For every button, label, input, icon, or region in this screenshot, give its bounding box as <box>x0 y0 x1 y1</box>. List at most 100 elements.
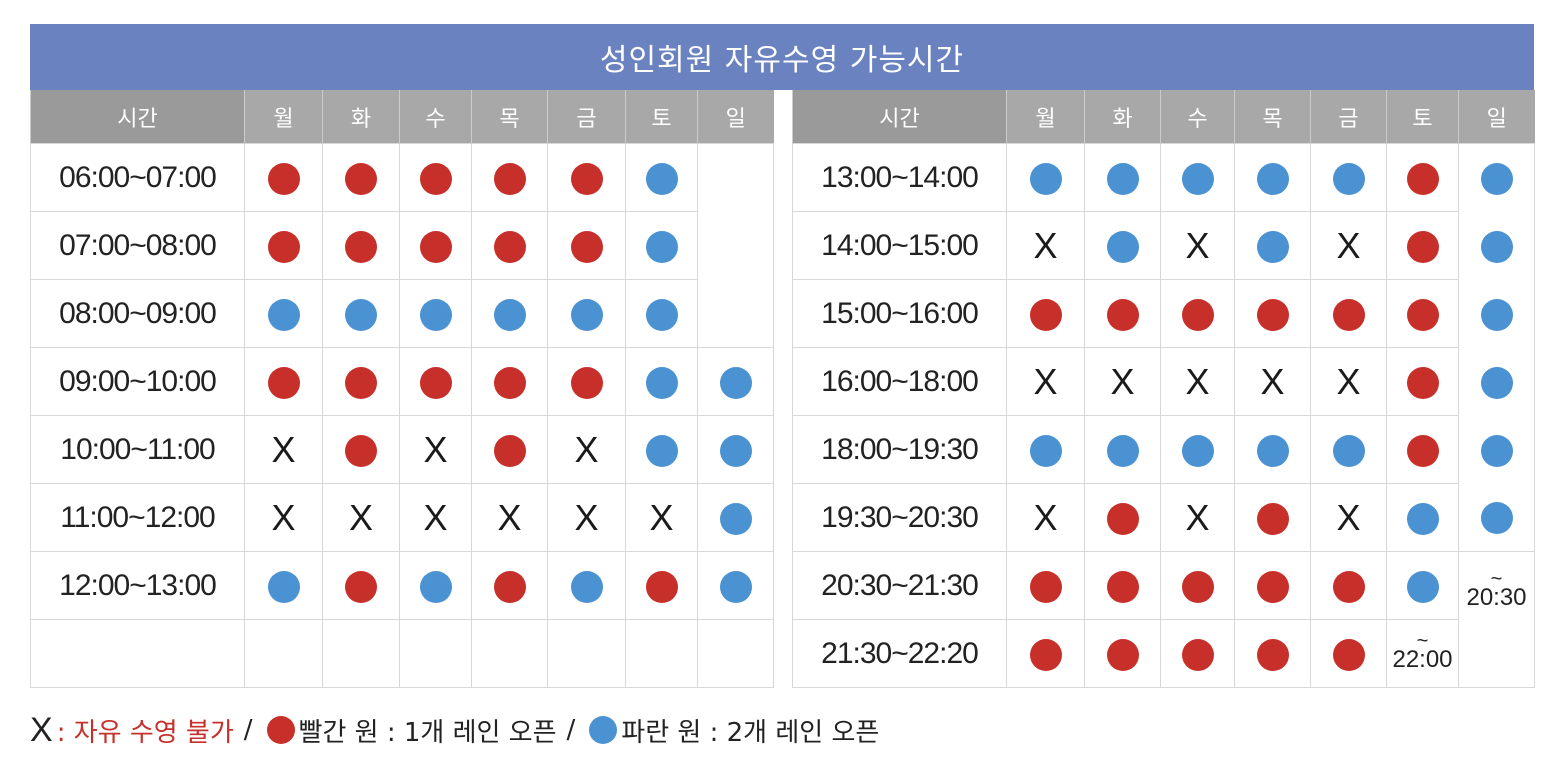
time-slot: 19:30~20:30 <box>792 483 1007 552</box>
cell-tue <box>1084 551 1161 620</box>
blue-circle-icon <box>645 230 678 263</box>
cell-mon: X <box>244 483 323 552</box>
cell-wed <box>1160 143 1235 212</box>
cell-sun <box>697 143 774 212</box>
red-circle-icon <box>345 366 377 399</box>
cell-fri <box>547 619 626 688</box>
cell-sun <box>697 483 774 552</box>
blue-circle-icon <box>1480 298 1513 331</box>
cell-thu <box>471 143 548 212</box>
red-circle-icon <box>267 230 300 263</box>
cell-wed <box>399 619 472 688</box>
cell-tue <box>1084 415 1161 484</box>
legend-x-symbol: X <box>30 710 53 749</box>
cell-sat <box>1386 415 1459 484</box>
header-fri: 금 <box>547 90 626 144</box>
cell-thu <box>1234 143 1311 212</box>
blue-circle-icon <box>1480 434 1513 467</box>
red-circle-icon <box>493 434 526 467</box>
red-circle-icon <box>1332 298 1365 331</box>
cell-wed <box>1160 415 1235 484</box>
red-circle-icon <box>493 366 526 399</box>
cell-thu <box>1234 483 1311 552</box>
cell-sun <box>697 347 774 416</box>
legend-separator: / <box>566 715 576 745</box>
closed-x-mark: X <box>1185 224 1210 266</box>
cell-thu <box>1234 551 1311 620</box>
closed-x-mark: X <box>1033 224 1058 266</box>
cell-fri <box>1310 551 1387 620</box>
cell-wed <box>1160 619 1235 688</box>
cell-thu <box>471 279 548 348</box>
red-circle-icon <box>1106 638 1139 671</box>
cell-tue <box>322 551 400 620</box>
blue-circle-icon <box>1406 570 1439 603</box>
tilde-mark: ~ <box>1490 568 1503 590</box>
blue-circle-icon <box>1332 434 1365 467</box>
blue-circle-icon <box>719 570 752 603</box>
blue-circle-icon <box>1332 162 1365 195</box>
table-row: 07:00~08:00 <box>30 211 774 280</box>
red-circle-icon <box>1181 570 1214 603</box>
cell-wed <box>399 551 472 620</box>
closed-x-mark: X <box>271 428 296 470</box>
cell-fri <box>547 551 626 620</box>
red-circle-icon <box>267 366 300 399</box>
red-circle-icon <box>1029 638 1062 671</box>
red-circle-icon <box>1181 298 1214 331</box>
cell-sat <box>625 143 698 212</box>
cell-sun <box>1458 483 1535 552</box>
page-title: 성인회원 자유수영 가능시간 <box>30 24 1534 90</box>
header-mon: 월 <box>1006 90 1085 144</box>
red-circle-icon <box>570 230 603 263</box>
cell-sun <box>1458 143 1535 212</box>
cell-tue <box>1084 279 1161 348</box>
table-row: 15:00~16:00 <box>792 279 1535 348</box>
header-mon: 월 <box>244 90 323 144</box>
cell-fri <box>547 211 626 280</box>
header-tue: 화 <box>322 90 400 144</box>
time-slot: 12:00~13:00 <box>30 551 245 620</box>
closed-x-mark: X <box>271 496 296 538</box>
closed-x-mark: X <box>1033 496 1058 538</box>
header-thu: 목 <box>471 90 548 144</box>
cell-sun <box>697 551 774 620</box>
blue-circle-icon <box>719 434 752 467</box>
red-circle-icon <box>419 162 452 195</box>
cell-mon <box>244 551 323 620</box>
cell-sat <box>625 619 698 688</box>
cell-sun <box>697 619 774 688</box>
time-slot: 10:00~11:00 <box>30 415 245 484</box>
cell-fri <box>547 143 626 212</box>
header-sat: 토 <box>1386 90 1459 144</box>
blue-circle-icon <box>645 298 678 331</box>
cell-sun <box>697 279 774 348</box>
blue-circle-icon <box>345 298 377 331</box>
blue-circle-icon <box>645 434 678 467</box>
time-slot: 07:00~08:00 <box>30 211 245 280</box>
cell-thu <box>471 551 548 620</box>
cell-sat <box>1386 211 1459 280</box>
red-circle-icon <box>1256 570 1289 603</box>
time-slot: 15:00~16:00 <box>792 279 1007 348</box>
blue-circle-icon <box>1256 230 1289 263</box>
cell-thu <box>471 347 548 416</box>
header-row: 시간 월 화 수 목 금 토 일 <box>792 90 1535 144</box>
closed-x-mark: X <box>423 428 448 470</box>
cell-mon <box>244 143 323 212</box>
closed-x-mark: X <box>1336 360 1361 402</box>
blue-circle-icon <box>1106 230 1139 263</box>
blue-circle-icon <box>1029 434 1062 467</box>
red-circle-icon <box>1406 366 1439 399</box>
cell-thu: X <box>1234 347 1311 416</box>
cell-tue: X <box>322 483 400 552</box>
cell-tue <box>322 143 400 212</box>
red-circle-icon <box>1332 638 1365 671</box>
cell-wed <box>399 279 472 348</box>
cell-wed <box>399 143 472 212</box>
cell-fri: X <box>1310 347 1387 416</box>
time-slot: 09:00~10:00 <box>30 347 245 416</box>
red-circle-icon <box>345 570 377 603</box>
